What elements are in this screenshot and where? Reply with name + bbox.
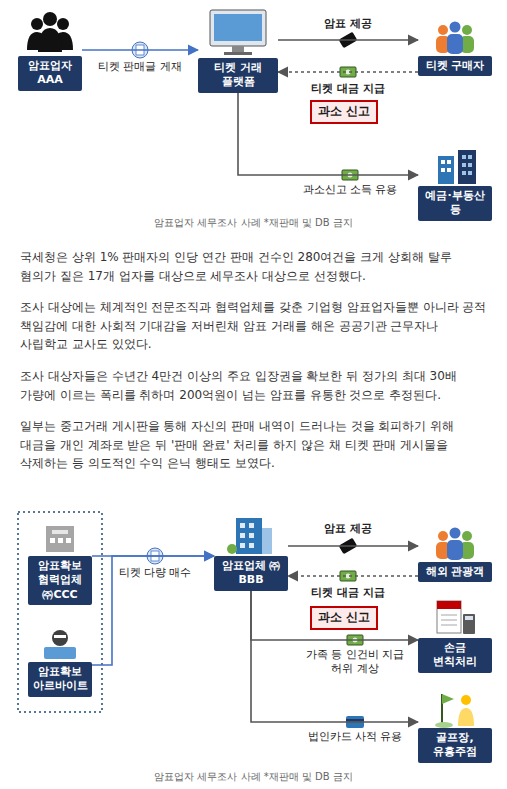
entity-box: 예금·부동산 등 xyxy=(418,148,492,221)
edge-label: 가족 등 인건비 지급 허위 계상 xyxy=(301,648,409,677)
node-label: 예금·부동산 등 xyxy=(418,186,492,221)
entity-box: 암표업자 AAA xyxy=(18,10,82,91)
node-label: 과소 신고 xyxy=(316,610,372,626)
entity-box: 암표확보 협력업체 ㈜CCC xyxy=(28,522,92,605)
edge-label: 법인카드 사적 유용 xyxy=(306,730,405,744)
entity-box: 해외 관광객 xyxy=(418,528,492,582)
flow-arrow xyxy=(251,591,418,722)
edge-label: 티켓 대금 지급 xyxy=(309,82,387,96)
edge-label: 티켓 대금 지급 xyxy=(309,586,387,600)
buildings-icon xyxy=(438,150,476,184)
node-label: 암표업자 AAA xyxy=(18,56,82,91)
node-label: 골프장, 유흥주점 xyxy=(418,728,492,763)
article-body: 국세청은 상위 1% 판매자의 인당 연간 판매 건수인 280여건을 크게 상… xyxy=(20,248,487,486)
flow-arrow xyxy=(82,49,198,51)
monitor-icon xyxy=(210,10,266,55)
edge-label: 암표 제공 xyxy=(322,522,374,536)
figure-caption: 암표업자 세무조사 사례 *재판매 및 DB 금지 xyxy=(0,770,507,784)
status-box: 과소 신고 xyxy=(310,100,378,124)
body-paragraph: 일부는 중고거래 게시판을 통해 자신의 판매 내역이 드러나는 것을 회피하기… xyxy=(20,417,487,473)
status-box: 과소 신고 xyxy=(310,606,378,630)
group-frame xyxy=(18,512,102,712)
money-icon xyxy=(340,571,356,581)
flow-arrow xyxy=(288,545,418,547)
body-paragraph: 국세청은 상위 1% 판매자의 인당 연간 판매 건수인 280여건을 크게 상… xyxy=(20,248,487,285)
entity-box: 티켓 거래 플랫폼 xyxy=(198,8,278,93)
entity-box: 티켓 구매자 xyxy=(418,22,492,76)
flow-arrow xyxy=(238,93,418,175)
node-label: 과소 신고 xyxy=(316,104,372,120)
edge-label: 과소신고 소득 유용 xyxy=(301,183,400,197)
flow-arrow xyxy=(288,575,418,577)
parttimer-icon xyxy=(44,630,76,659)
body-paragraph: 조사 대상에는 체계적인 전문조직과 협력업체를 갖춘 기업형 암표업자들뿐 아… xyxy=(20,298,487,354)
flow-arrow xyxy=(278,39,418,41)
node-label: 암표확보 협력업체 ㈜CCC xyxy=(28,556,92,605)
money-icon xyxy=(340,67,356,77)
figure-caption: 암표업자 세무조사 사례 *재판매 및 DB 금지 xyxy=(0,216,507,230)
node-label: 티켓 구매자 xyxy=(418,56,492,76)
node-label: 암표확보 아르바이트 xyxy=(28,662,92,697)
node-label: 티켓 거래 플랫폼 xyxy=(198,58,278,93)
company-icon xyxy=(227,518,272,554)
edge-label: 티켓 판매글 게재 xyxy=(96,60,184,74)
buyers-icon xyxy=(436,22,474,55)
flow-arrow xyxy=(92,556,214,665)
entity-box: 골프장, 유흥주점 xyxy=(418,688,492,763)
node-label: 손금 변칙처리 xyxy=(418,638,492,673)
entity-box: 손금 변칙처리 xyxy=(418,598,492,673)
body-paragraph: 조사 대상자들은 수년간 4만건 이상의 주요 입장권을 확보한 뒤 정가의 최… xyxy=(20,367,487,404)
company-icon xyxy=(46,526,74,552)
leisure-icon xyxy=(435,694,474,728)
tax-icon xyxy=(437,601,475,634)
node-label: 암표업체 ㈜BBB xyxy=(214,556,288,591)
entity-box: 암표확보 아르바이트 xyxy=(28,628,92,697)
edge-label: 티켓 다량 매수 xyxy=(117,566,194,580)
entity-box: 암표업체 ㈜BBB xyxy=(214,516,288,591)
flow-arrow xyxy=(278,71,418,73)
node-label: 해외 관광객 xyxy=(418,562,492,582)
people-icon xyxy=(27,12,73,52)
tourists-icon xyxy=(436,528,474,561)
edge-label: 암표 제공 xyxy=(322,17,374,31)
